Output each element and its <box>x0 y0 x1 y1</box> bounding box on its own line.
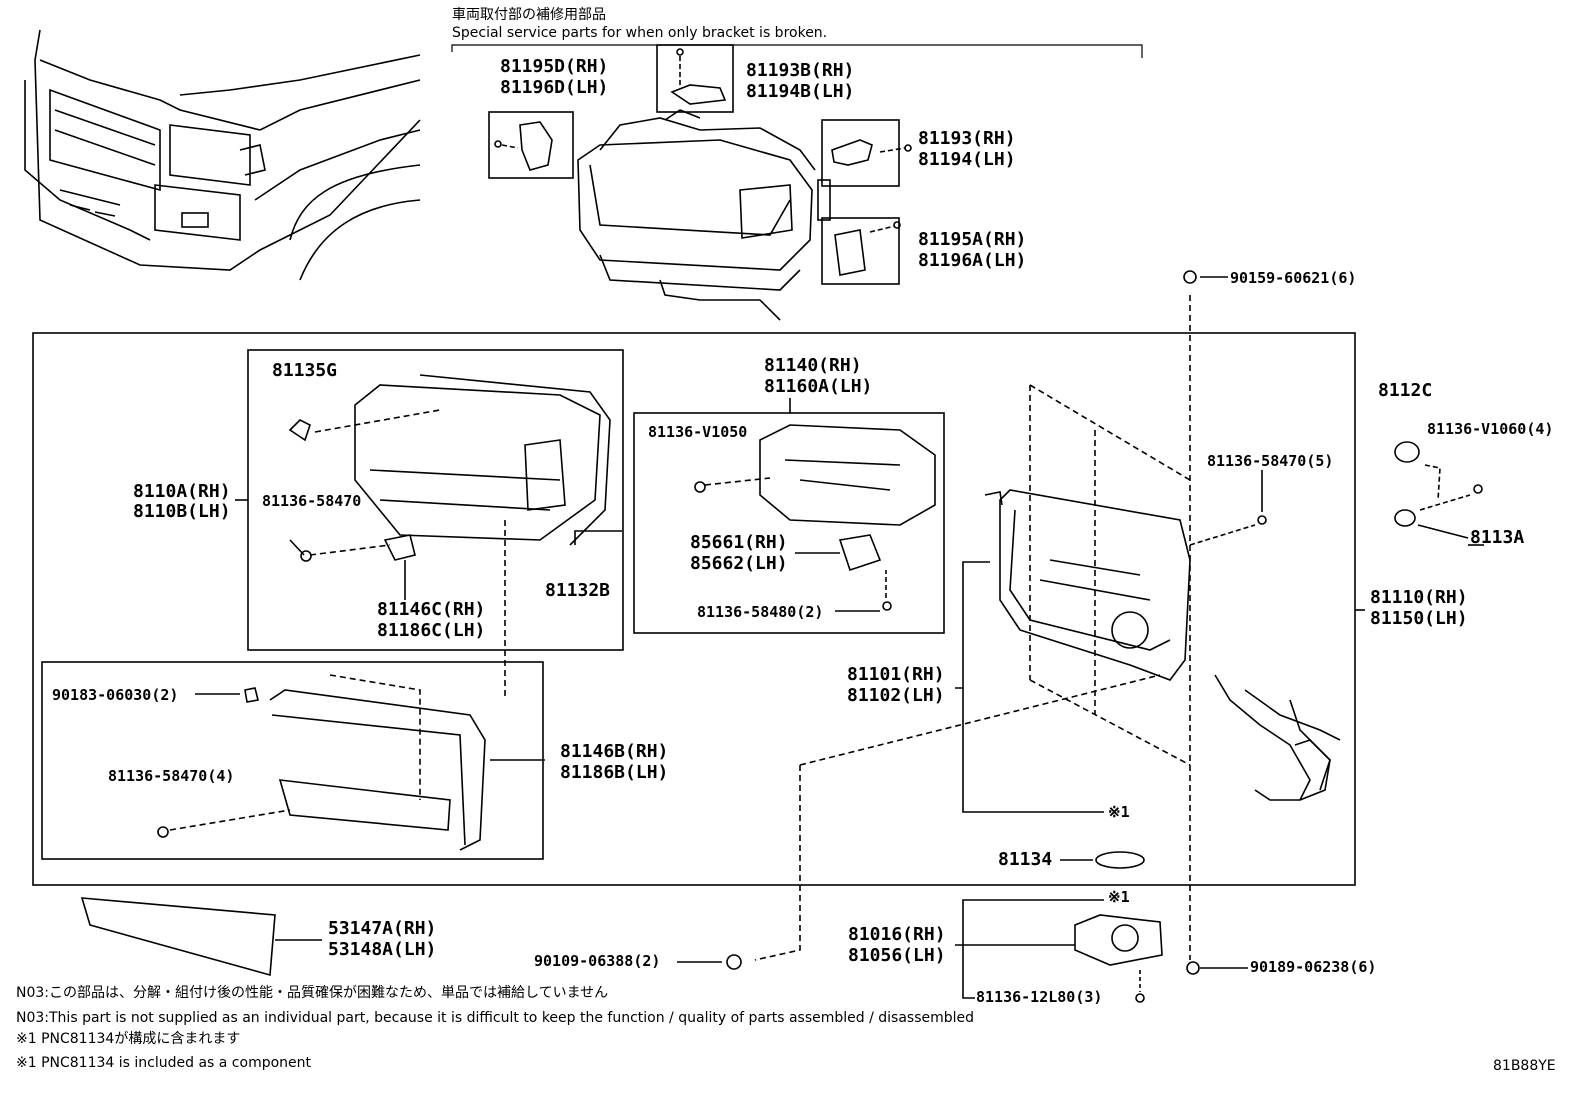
bracket-box-81195A <box>821 217 900 285</box>
component-mark-1a: ※1 <box>1108 803 1130 821</box>
part-label-81132B: 81132B <box>545 580 611 601</box>
part-label-81134: 81134 <box>998 849 1053 870</box>
part-label-8110B: 8110B(LH) <box>133 501 231 522</box>
part-label-81136-58470-4: 81136-58470(4) <box>108 767 235 785</box>
part-label-81135G: 81135G <box>272 360 338 381</box>
part-label-53148A: 53148A(LH) <box>328 939 437 960</box>
note-n03-en: N03:This part is not supplied as an indi… <box>16 1010 975 1026</box>
part-label-81102: 81102(LH) <box>847 685 945 706</box>
part-label-90189: 90189-06238(6) <box>1250 958 1377 976</box>
part-label-8112C: 8112C <box>1378 380 1433 401</box>
part-label-81140: 81140(RH) <box>764 355 862 376</box>
part-label-8113A: 8113A <box>1470 527 1525 548</box>
seal-ring-81134 <box>1095 851 1145 869</box>
part-label-81195D: 81195D(RH) <box>500 56 609 77</box>
note-mark1-en: ※1 PNC81134 is included as a component <box>16 1055 312 1071</box>
note-n03-jp: N03:この部品は、分解・組付け後の性能・品質確保が困難なため、単品では補給して… <box>16 985 609 1001</box>
socket-8113A <box>1394 509 1416 527</box>
reflector-53147A <box>80 897 276 977</box>
bracket-box-81195D <box>488 111 574 179</box>
part-label-81056: 81056(LH) <box>848 945 946 966</box>
part-label-81194B: 81194B(LH) <box>746 81 855 102</box>
part-label-81146C: 81146C(RH) <box>377 599 486 620</box>
part-label-8110A: 8110A(RH) <box>133 481 231 502</box>
vehicle-front-illustration <box>24 29 421 281</box>
part-label-81186B: 81186B(LH) <box>560 762 669 783</box>
ecu-sub-box <box>633 412 945 634</box>
part-label-90159: 90159-60621(6) <box>1230 269 1357 287</box>
part-label-81160A: 81160A(LH) <box>764 376 873 397</box>
part-label-85661: 85661(RH) <box>690 532 788 553</box>
part-label-90183: 90183-06030(2) <box>52 686 179 704</box>
part-label-81136-58470: 81136-58470 <box>262 492 362 510</box>
part-label-90109: 90109-06388(2) <box>534 952 661 970</box>
ballast-81016 <box>1074 914 1163 966</box>
wiring-harness-illustration <box>1214 674 1341 801</box>
part-label-81136-12L80: 81136-12L80(3) <box>976 988 1103 1006</box>
component-mark-1b: ※1 <box>1108 888 1130 906</box>
part-label-81136-58470-5: 81136-58470(5) <box>1207 452 1334 470</box>
note-mark1-jp: ※1 PNC81134が構成に含まれます <box>16 1031 241 1047</box>
part-label-81186C: 81186C(LH) <box>377 620 486 641</box>
part-label-53147A: 53147A(RH) <box>328 918 437 939</box>
part-label-81101: 81101(RH) <box>847 664 945 685</box>
main-group-frame <box>32 332 1356 886</box>
part-label-81193: 81193(RH) <box>918 128 1016 149</box>
socket-8112C <box>1394 441 1420 463</box>
part-label-81195A: 81195A(RH) <box>918 229 1027 250</box>
special-service-header-jp: 車両取付部の補修用部品 <box>452 7 606 23</box>
part-label-81194: 81194(LH) <box>918 149 1016 170</box>
part-label-81150: 81150(LH) <box>1370 608 1468 629</box>
special-service-header-en: Special service parts for when only brac… <box>452 25 828 41</box>
part-label-81193B: 81193B(RH) <box>746 60 855 81</box>
part-label-81016: 81016(RH) <box>848 924 946 945</box>
part-label-81146B: 81146B(RH) <box>560 741 669 762</box>
figure-code: 81B88YE <box>1493 1058 1556 1074</box>
housing-illustration <box>984 384 1191 766</box>
part-label-81136-V1060: 81136-V1060(4) <box>1427 420 1554 438</box>
part-label-81110: 81110(RH) <box>1370 587 1468 608</box>
bracket-box-81193 <box>821 119 900 187</box>
part-label-81196D: 81196D(LH) <box>500 77 609 98</box>
part-label-81136-V1050: 81136-V1050 <box>648 423 748 441</box>
headlamp-assembly-top-illustration <box>577 109 831 321</box>
part-label-85662: 85662(LH) <box>690 553 788 574</box>
part-label-81196A: 81196A(LH) <box>918 250 1027 271</box>
bracket-box-81193B <box>656 44 734 113</box>
part-label-81136-58480: 81136-58480(2) <box>697 603 824 621</box>
